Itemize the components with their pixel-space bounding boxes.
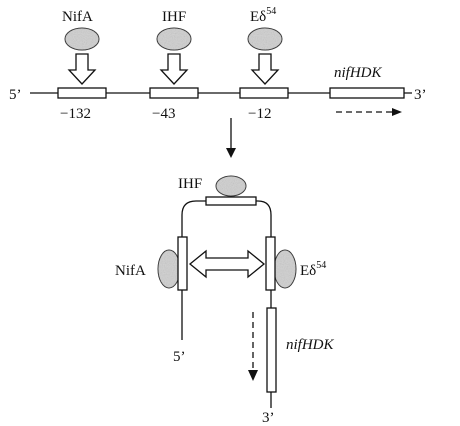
dna-5-prime-end: 5’ <box>9 87 22 103</box>
transcription-arrowhead-bottom <box>248 370 258 381</box>
nifa-label-bottom: NifA <box>115 263 146 279</box>
esigma54-site-box-bottom <box>265 236 276 291</box>
dna-loop-right <box>256 200 272 408</box>
transcription-arrowhead-top <box>392 108 402 116</box>
dna-loop-left <box>181 200 206 340</box>
protein-label-nifa: NifA <box>62 9 93 25</box>
protein-label-esigma54: Eδ54 <box>250 6 276 25</box>
ihf-site-box-bottom <box>205 196 257 206</box>
position-label-esigma54: −12 <box>248 106 271 122</box>
bottom-panel: IHF NifA Eδ54 5’ nifHDK 3’ <box>115 175 335 426</box>
interaction-double-arrow <box>188 249 266 279</box>
gene-box-top <box>329 87 405 99</box>
position-label-nifa: −132 <box>60 106 91 122</box>
gene-label-bottom: nifHDK <box>286 337 335 353</box>
site-box-ihf <box>149 87 199 99</box>
binding-arrow-ihf <box>159 53 189 85</box>
site-box-esigma54 <box>239 87 289 99</box>
top-panel: 5’ 3’ NifA −132 IHF −43 Eδ54 −12 nifHDK <box>9 6 427 122</box>
ihf-label-bottom: IHF <box>178 176 202 192</box>
dna-5-prime-end-bottom: 5’ <box>173 349 186 365</box>
esigma54-label-bottom: Eδ54 <box>300 260 326 279</box>
binding-arrow-esigma54 <box>250 53 280 85</box>
binding-arrow-nifa <box>67 53 97 85</box>
protein-label-ihf: IHF <box>162 9 186 25</box>
gene-box-bottom <box>266 307 277 393</box>
position-label-ihf: −43 <box>152 106 175 122</box>
gene-label-top: nifHDK <box>334 65 383 81</box>
dna-3-prime-end: 3’ <box>414 87 427 103</box>
dna-3-prime-end-bottom: 3’ <box>262 410 275 426</box>
site-box-nifa <box>57 87 107 99</box>
transition-arrow <box>226 118 236 158</box>
nifa-site-box-bottom <box>177 236 188 291</box>
